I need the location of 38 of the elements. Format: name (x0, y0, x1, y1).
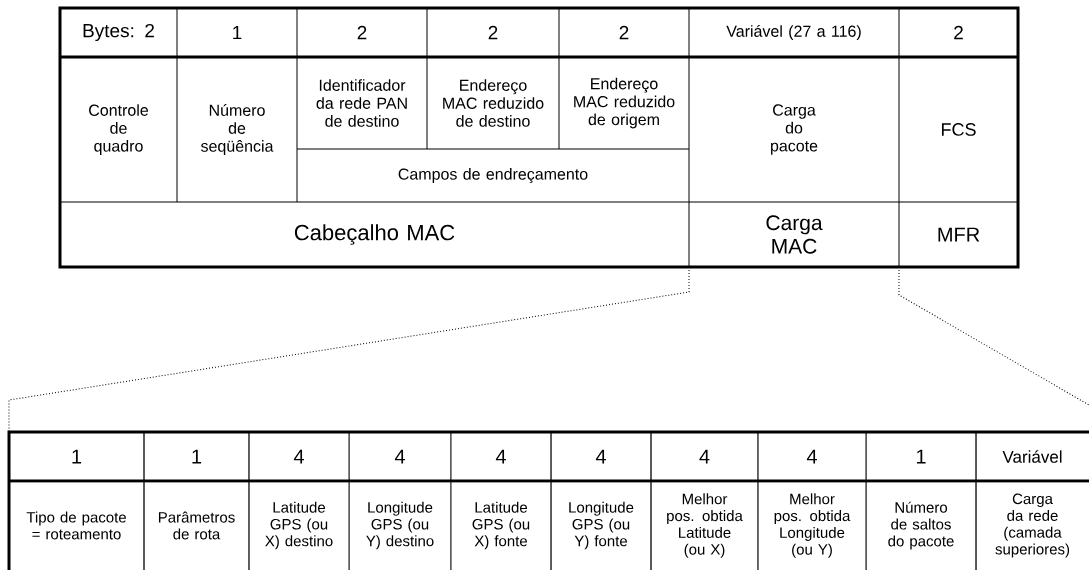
byte-count: 4 (595, 449, 606, 464)
byte-count: 4 (394, 449, 405, 464)
field-name: Controle de quadro (89, 104, 148, 155)
field-name: Longitude GPS (ou Y) destino (366, 501, 434, 550)
field-name: Melhor pos. obtida Latitude (ou X) (667, 493, 743, 558)
field-name: Carga da rede (camada superiores) (995, 493, 1070, 558)
field-name: FCS (942, 123, 976, 136)
field-name: Endereço MAC reduzido de destino (443, 79, 544, 127)
byte-count: Variável (1002, 450, 1062, 463)
field-name: Tipo de pacote = roteamento (26, 511, 126, 540)
byte-count: 2 (619, 25, 629, 40)
field-name: Latitude GPS (ou X) fonte (472, 501, 530, 550)
byte-count: 4 (293, 449, 304, 464)
byte-count: 2 (954, 25, 963, 40)
field-name: Latitude GPS (ou X) destino (265, 501, 333, 550)
section-label: MFR (938, 227, 980, 242)
field-name: Número de saltos do pacote (888, 501, 954, 550)
byte-count: 1 (72, 449, 82, 464)
field-name: Parâmetros de rota (158, 511, 235, 540)
byte-count: 4 (806, 449, 817, 464)
byte-count: 1 (192, 449, 202, 464)
byte-count: 4 (495, 449, 506, 464)
byte-count: 2 (488, 25, 498, 40)
field-name: Número de seqüência (200, 104, 274, 155)
field-name: Longitude GPS (ou Y) fonte (569, 501, 634, 550)
section-label: Carga MAC (766, 215, 823, 254)
byte-count: Bytes: 2 (83, 23, 154, 42)
field-name: Melhor pos. obtida Longitude (ou Y) (774, 493, 851, 558)
field-name: Endereço MAC reduzido de origem (574, 77, 675, 129)
section-label: Cabeçalho MAC (294, 224, 455, 245)
byte-count: 4 (699, 449, 710, 464)
field-name: Carga do pacote (771, 104, 818, 155)
field-group-label: Campos de endreçamento (398, 168, 588, 183)
byte-count: Variável (27 a 116) (726, 24, 861, 41)
byte-count: 1 (916, 449, 926, 464)
byte-count: 1 (233, 25, 242, 40)
byte-count: 2 (357, 25, 367, 40)
field-name: Identificador da rede PAN de destino (316, 79, 407, 127)
